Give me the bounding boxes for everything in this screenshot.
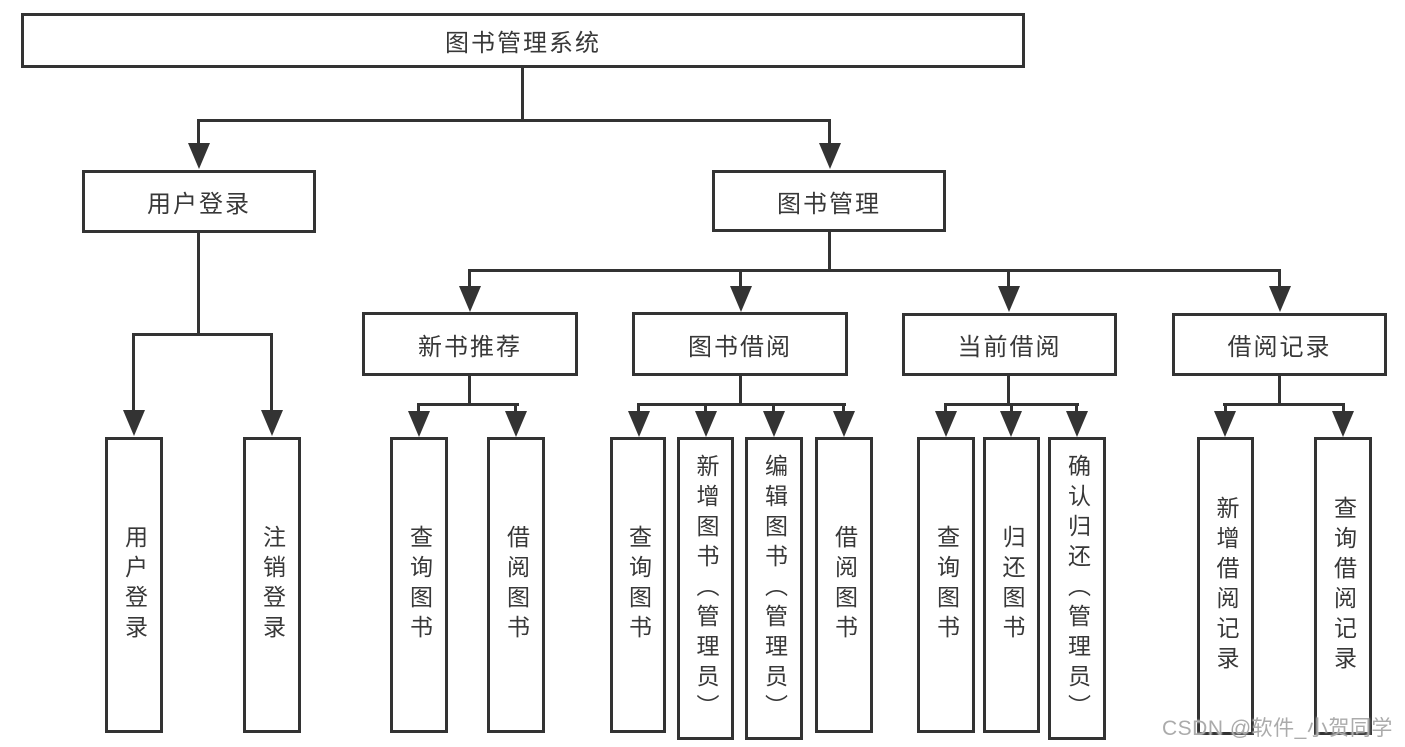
down-arrow-icon (628, 411, 650, 437)
leaf-edit-books-admin: 编辑图书（管理员） (745, 437, 803, 740)
leaf-query-books-borrow: 查询图书 (610, 437, 666, 733)
connector-arrow-stem (132, 333, 135, 411)
node-library-management-system: 图书管理系统 (21, 13, 1025, 68)
connector-arrow-stem (1224, 403, 1227, 414)
down-arrow-icon (1214, 411, 1236, 437)
leaf-add-borrow-record: 新增借阅记录 (1197, 437, 1254, 735)
node-borrowing-records: 借阅记录 (1172, 313, 1387, 376)
node-label: 用户登录 (147, 191, 251, 218)
connector-root-stem (521, 67, 524, 121)
connector-stem (1278, 375, 1281, 406)
connector-arrow-stem (468, 269, 471, 289)
leaf-query-borrow-record: 查询借阅记录 (1314, 437, 1372, 735)
node-label: 当前借阅 (957, 334, 1062, 361)
connector-arrow-stem (739, 269, 742, 289)
connector-level2-rail (197, 119, 831, 122)
connector-stem (739, 375, 742, 406)
down-arrow-icon (408, 411, 430, 437)
leaf-label: 新增图书（管理员） (693, 453, 719, 724)
down-arrow-icon (1332, 411, 1354, 437)
connector-arrow-stem (944, 403, 947, 414)
node-new-book-recommendation: 新书推荐 (362, 312, 578, 376)
down-arrow-icon (459, 286, 481, 312)
down-arrow-icon (730, 286, 752, 312)
leaf-label: 查询图书 (625, 525, 652, 645)
down-arrow-icon (123, 410, 145, 436)
down-arrow-icon (819, 143, 841, 169)
down-arrow-icon (998, 286, 1020, 312)
connector-arrow-stem (1342, 403, 1345, 414)
down-arrow-icon (935, 411, 957, 437)
connector-rail (417, 403, 519, 406)
leaf-label: 借阅图书 (503, 525, 530, 645)
connector-arrow-stem (1007, 269, 1010, 289)
node-label: 图书管理 (777, 190, 881, 218)
leaf-confirm-return-admin: 确认归还（管理员） (1048, 437, 1106, 740)
csdn-watermark: CSDN @软件_小贺同学 (1162, 717, 1393, 740)
connector-book-mgmt-stem (828, 231, 831, 271)
connector-arrow-stem (772, 403, 775, 414)
connector-arrow-stem (1278, 269, 1281, 289)
connector-arrow-stem (704, 403, 707, 414)
leaf-add-books-admin: 新增图书（管理员） (677, 437, 734, 740)
connector-user-login-rail (132, 333, 273, 336)
down-arrow-icon (261, 410, 283, 436)
leaf-label: 确认归还（管理员） (1064, 453, 1091, 724)
connector-arrow-stem (842, 403, 845, 414)
connector-stem (1007, 375, 1010, 406)
connector-user-login-stem (197, 232, 200, 335)
down-arrow-icon (505, 411, 527, 437)
connector-arrow-stem (270, 333, 273, 411)
connector-arrow-stem (417, 403, 420, 414)
down-arrow-icon (1066, 411, 1088, 437)
down-arrow-icon (188, 143, 210, 169)
leaf-label: 编辑图书（管理员） (761, 453, 788, 724)
node-book-borrowing: 图书借阅 (632, 312, 848, 376)
leaf-label: 查询借阅记录 (1330, 496, 1357, 676)
node-label: 借阅记录 (1227, 334, 1332, 361)
connector-rail (1223, 403, 1345, 406)
leaf-query-books-current: 查询图书 (917, 437, 975, 733)
node-current-borrowing: 当前借阅 (902, 313, 1117, 376)
leaf-label: 查询图书 (406, 525, 433, 645)
leaf-label: 注销登录 (259, 525, 286, 645)
leaf-label: 查询图书 (933, 525, 960, 645)
connector-arrow-stem (514, 403, 517, 414)
leaf-user-login: 用户登录 (105, 437, 163, 733)
leaf-return-books: 归还图书 (983, 437, 1040, 733)
node-book-management: 图书管理 (712, 170, 946, 232)
node-label: 图书借阅 (688, 333, 792, 361)
leaf-label: 用户登录 (121, 525, 148, 645)
leaf-query-books-recommend: 查询图书 (390, 437, 448, 733)
connector-arrow-stem (637, 403, 640, 414)
down-arrow-icon (763, 411, 785, 437)
leaf-borrow-books-recommend: 借阅图书 (487, 437, 545, 733)
connector-arrow-stem (1075, 403, 1078, 414)
node-label: 新书推荐 (418, 333, 522, 361)
down-arrow-icon (1000, 411, 1022, 437)
leaf-label: 借阅图书 (831, 525, 858, 645)
leaf-label: 归还图书 (999, 525, 1025, 645)
leaf-label: 新增借阅记录 (1213, 496, 1239, 676)
connector-stem (468, 375, 471, 406)
down-arrow-icon (833, 411, 855, 437)
connector-arrow-stem (828, 119, 831, 147)
connector-level3-rail (468, 269, 1281, 272)
down-arrow-icon (695, 411, 717, 437)
connector-arrow-stem (197, 119, 200, 147)
node-user-login: 用户登录 (82, 170, 316, 233)
connector-rail (637, 403, 846, 406)
down-arrow-icon (1269, 286, 1291, 312)
node-label: 图书管理系统 (445, 30, 601, 57)
leaf-borrow-books: 借阅图书 (815, 437, 873, 733)
leaf-logout: 注销登录 (243, 437, 301, 733)
connector-arrow-stem (1010, 403, 1013, 414)
